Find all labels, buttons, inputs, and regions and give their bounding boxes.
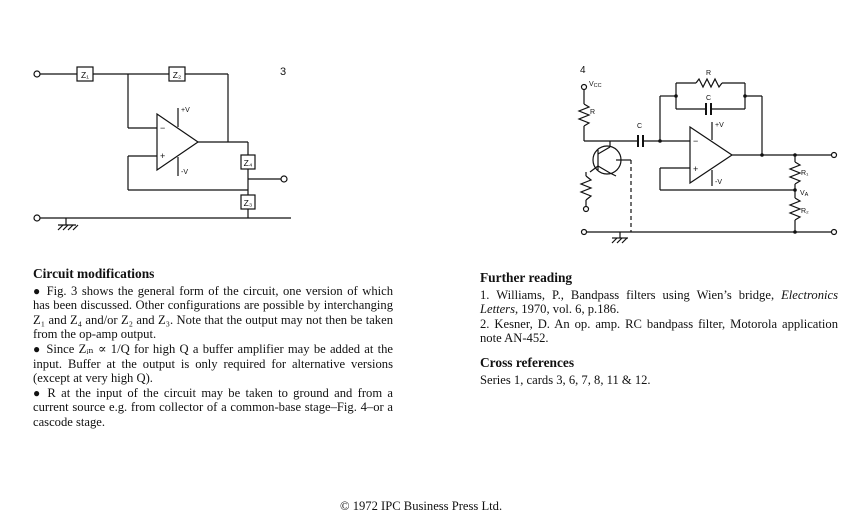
fig4-pos-supply-label: +V — [715, 122, 724, 129]
plus-input-label: + — [160, 151, 165, 161]
emitter-resistor — [579, 175, 593, 201]
figure-3-circuit: Z₁ Z₂ Z₄ Z₃ +V -V − + 3 — [33, 66, 291, 231]
cross-references-heading: Cross references — [480, 354, 575, 370]
input-c-label: C — [637, 123, 642, 130]
paragraph-3: ●R at the input of the circuit may be ta… — [33, 386, 393, 430]
r1-resistor — [788, 161, 802, 185]
pos-supply-label: +V — [181, 107, 190, 114]
fig4-output-terminal — [830, 151, 838, 159]
paragraph-2-text: Since Zᵢₙ ∝ 1/Q for high Q a buffer ampl… — [33, 341, 393, 386]
op-amp-symbol — [156, 112, 200, 172]
z2-box — [168, 66, 186, 82]
bullet-icon: ● — [33, 283, 42, 298]
op-amp-symbol-fig4 — [689, 125, 734, 185]
input-resistor — [577, 103, 591, 127]
z4-label: Z₄ — [244, 158, 253, 168]
r2-label: R₂ — [801, 208, 809, 215]
va-label: V — [800, 190, 805, 197]
paragraph-2: ●Since Zᵢₙ ∝ 1/Q for high Q a buffer amp… — [33, 342, 393, 386]
output-terminal — [280, 175, 288, 183]
feedback-r-label: R — [706, 70, 711, 77]
z1-label: Z₁ — [81, 70, 89, 80]
further-reading-section: Further reading 1. Williams, P., Bandpas… — [480, 270, 838, 387]
fig4-minus-label: − — [693, 136, 698, 146]
svg-text:VCC: VCC — [589, 81, 602, 89]
journal-name: Electronics Letters — [480, 287, 838, 317]
reference-2: 2. Kesner, D. An op. amp. RC bandpass fi… — [480, 316, 838, 346]
fig4-neg-supply-label: -V — [715, 179, 722, 186]
feedback-c-label: C — [706, 95, 711, 102]
fig4-plus-label: + — [693, 164, 698, 174]
figure-4-circuit: VCC R C R C +V -V − + R₁ VA R₂ 4 — [577, 65, 838, 244]
feedback-resistor — [695, 77, 723, 89]
vcc-label: V — [589, 81, 594, 88]
svg-text:VA: VA — [800, 190, 809, 198]
input-r-label: R — [590, 109, 595, 116]
circuit-modifications-heading: Circuit modifications — [33, 266, 155, 281]
figure-3-number: 3 — [280, 66, 286, 78]
z4-box — [240, 154, 256, 170]
z1-box — [76, 66, 94, 82]
z3-box — [240, 194, 256, 210]
copyright-footer: © 1972 IPC Business Press Ltd. — [340, 499, 503, 513]
vcc-terminal — [580, 83, 588, 91]
reference-1: 1. Williams, P., Bandpass filters using … — [480, 287, 838, 317]
further-reading-heading: Further reading — [480, 270, 573, 285]
figure-4-number: 4 — [580, 65, 586, 76]
cross-references-text: Series 1, cards 3, 6, 7, 8, 11 & 12. — [480, 372, 651, 387]
bullet-icon: ● — [33, 341, 42, 356]
bullet-icon: ● — [33, 385, 43, 400]
paragraph-1: ●Fig. 3 shows the general form of the ci… — [33, 284, 393, 342]
minus-input-label: − — [160, 123, 165, 133]
r2-resistor — [788, 197, 802, 221]
r1-label: R₁ — [801, 170, 809, 177]
paragraph-3-text: R at the input of the circuit may be tak… — [33, 385, 394, 429]
va-sub: A — [805, 192, 809, 198]
paragraph-1-text: Fig. 3 shows the general form of the cir… — [33, 283, 394, 342]
circuit-modifications-section: Circuit modifications ●Fig. 3 shows the … — [33, 266, 393, 430]
z3-label: Z₃ — [244, 198, 253, 208]
neg-supply-label: -V — [181, 169, 188, 176]
z2-label: Z₂ — [173, 70, 182, 80]
vcc-sub: CC — [594, 83, 602, 89]
